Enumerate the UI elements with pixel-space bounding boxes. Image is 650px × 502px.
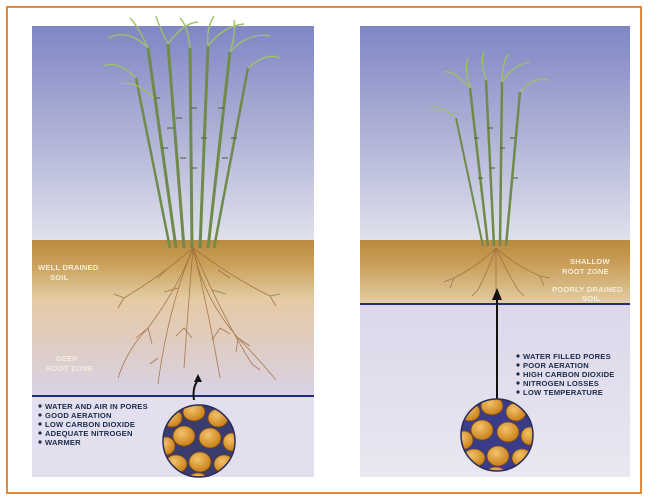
left-subsoil <box>32 300 314 396</box>
left-condition-item: ADEQUATE NITROGEN <box>45 429 133 438</box>
right-soil-label-1: POORLY DRAINED <box>552 285 623 294</box>
figure-frame: WELL DRAINED SOIL DEEP ROOT ZONE WATER A… <box>6 6 642 494</box>
left-panel: WELL DRAINED SOIL DEEP ROOT ZONE WATER A… <box>32 16 314 487</box>
right-conditions-list: WATER FILLED PORES POOR AERATION HIGH CA… <box>516 352 614 397</box>
right-condition-item: LOW TEMPERATURE <box>523 388 603 397</box>
right-condition-item: POOR AERATION <box>523 361 589 370</box>
drainage-diagram: WELL DRAINED SOIL DEEP ROOT ZONE WATER A… <box>8 8 640 492</box>
left-condition-item: WARMER <box>45 438 81 447</box>
left-condition-item: WATER AND AIR IN PORES <box>45 402 148 411</box>
left-root-label-1: DEEP <box>56 354 77 363</box>
left-soil-label-1: WELL DRAINED <box>38 263 99 272</box>
right-root-label-1: SHALLOW <box>570 257 610 266</box>
left-condition-item: LOW CARBON DIOXIDE <box>45 420 135 429</box>
left-soil-label-2: SOIL <box>50 273 69 282</box>
left-sky <box>32 26 314 240</box>
right-sky <box>360 26 630 240</box>
right-condition-item: NITROGEN LOSSES <box>523 379 599 388</box>
left-root-label-2: ROOT ZONE <box>46 364 93 373</box>
left-condition-item: GOOD AERATION <box>45 411 112 420</box>
right-root-label-2: ROOT ZONE <box>562 267 609 276</box>
right-panel: SHALLOW ROOT ZONE POORLY DRAINED SOIL WA… <box>360 26 630 481</box>
right-soil-label-2: SOIL <box>582 294 601 303</box>
right-condition-item: WATER FILLED PORES <box>523 352 611 361</box>
right-condition-item: HIGH CARBON DIOXIDE <box>523 370 615 379</box>
